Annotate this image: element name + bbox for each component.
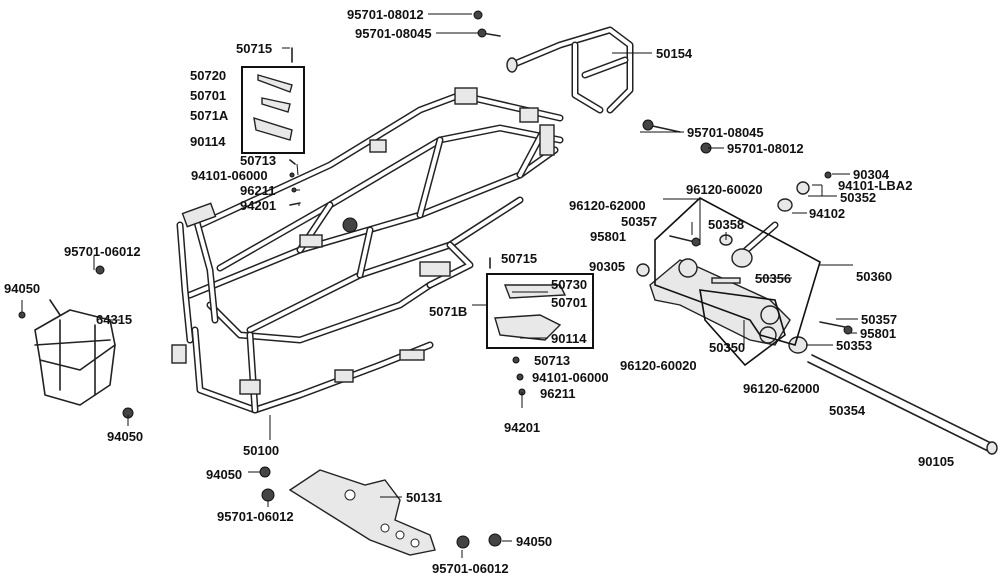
label-95801-bottom: 95801 (860, 326, 896, 341)
label-94050-bottom: 94050 (516, 534, 552, 549)
label-95701-08012-top: 95701-08012 (347, 7, 424, 22)
label-95801-top: 95801 (590, 229, 626, 244)
label-94050-left-top: 94050 (4, 281, 40, 296)
label-50354: 50354 (829, 403, 866, 418)
label-50713-a: 50713 (240, 153, 276, 168)
label-50358: 50358 (708, 217, 744, 232)
label-95701-08012-mid: 95701-08012 (727, 141, 804, 156)
rear-carrier (506, 26, 634, 114)
label-90304: 90304 (853, 167, 890, 182)
label-95701-06012-left: 95701-06012 (64, 244, 141, 259)
label-94101-lba2: 94101-LBA2 (838, 178, 912, 193)
label-90114-a: 90114 (190, 134, 226, 149)
label-94050-center: 94050 (206, 467, 242, 482)
label-94201-b: 94201 (504, 420, 540, 435)
label-94201-a: 94201 (240, 198, 276, 213)
label-90114-b: 90114 (551, 331, 587, 346)
label-50720: 50720 (190, 68, 226, 83)
label-50100: 50100 (243, 443, 279, 458)
label-96211-b: 96211 (540, 386, 575, 401)
label-50715-b: 50715 (501, 251, 537, 266)
label-95701-08045-top: 95701-08045 (355, 26, 432, 41)
main-frame (171, 87, 564, 414)
label-50360: 50360 (856, 269, 892, 284)
group-box-5071a (241, 66, 305, 154)
label-50131: 50131 (406, 490, 442, 505)
label-50356: 50356 (755, 271, 791, 286)
engine-hanger-link (636, 181, 810, 354)
label-94102: 94102 (809, 206, 845, 221)
label-50357-top: 50357 (621, 214, 657, 229)
label-95701-06012-bottom: 95701-06012 (432, 561, 509, 576)
group-box-50350 (699, 289, 786, 367)
label-90305: 90305 (589, 259, 625, 274)
label-96120-62000-bottom: 96120-62000 (743, 381, 820, 396)
label-50713-b: 50713 (534, 353, 570, 368)
label-96211-a: 96211 (240, 183, 275, 198)
label-50357-bottom: 50357 (861, 312, 897, 327)
part-labels: 95701-08012 95701-08045 50154 50715 5072… (4, 7, 954, 576)
label-50701-b: 50701 (551, 295, 587, 310)
label-95701-08045-mid: 95701-08045 (687, 125, 764, 140)
label-90105: 90105 (918, 454, 954, 469)
group-box-5071b (486, 273, 594, 349)
front-bracket (34, 299, 116, 406)
label-50350: 50350 (709, 340, 745, 355)
label-50352: 50352 (840, 190, 876, 205)
label-50154: 50154 (656, 46, 693, 61)
pivot-shaft (807, 354, 998, 455)
label-95701-06012-center: 95701-06012 (217, 509, 294, 524)
leader-lines (21, 13, 858, 558)
label-5071a: 5071A (190, 108, 229, 123)
label-96120-62000-top: 96120-62000 (569, 198, 646, 213)
bottom-plate (288, 469, 436, 556)
label-50701-a: 50701 (190, 88, 226, 103)
label-94050-left-bottom: 94050 (107, 429, 143, 444)
label-96120-60020-top: 96120-60020 (686, 182, 763, 197)
label-96120-60020-bottom: 96120-60020 (620, 358, 697, 373)
label-94101-06000-a: 94101-06000 (191, 168, 268, 183)
label-64315: 64315 (96, 312, 132, 327)
label-50353: 50353 (836, 338, 872, 353)
label-94101-06000-b: 94101-06000 (532, 370, 609, 385)
label-50730: 50730 (551, 277, 587, 292)
label-5071b: 5071B (429, 304, 467, 319)
label-50715-a: 50715 (236, 41, 272, 56)
